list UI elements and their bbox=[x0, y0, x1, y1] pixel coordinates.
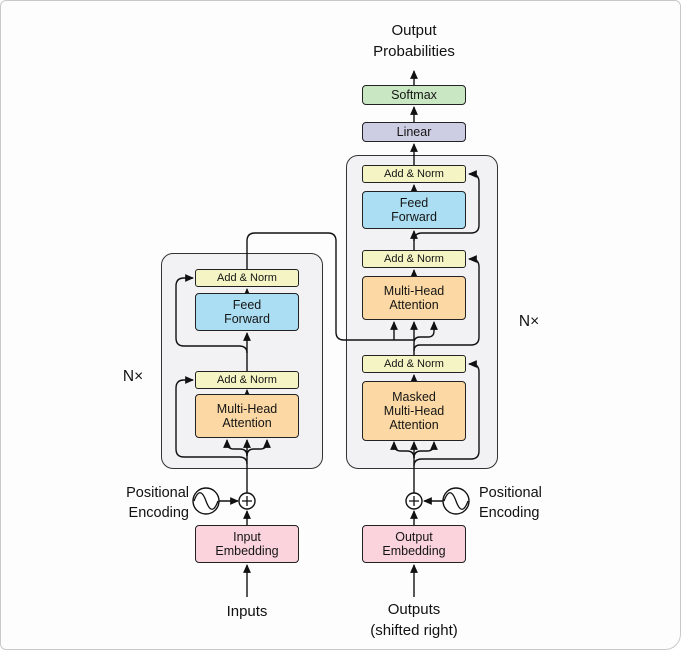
enc-multi-head-attention-block: Multi-Head Attention bbox=[195, 394, 299, 438]
output-embedding-line1: Output bbox=[395, 530, 433, 544]
positional-encoding-label-right: Positional Encoding bbox=[479, 483, 573, 523]
outputs-line1: Outputs bbox=[387, 601, 441, 618]
enc-mha-line1: Multi-Head bbox=[216, 402, 278, 416]
output-probabilities-line2: Probabilities bbox=[373, 42, 455, 60]
dec-add-norm-top-block: Add & Norm bbox=[362, 165, 466, 183]
dec-add-norm-top-label: Add & Norm bbox=[384, 167, 444, 180]
linear-block: Linear bbox=[362, 122, 466, 142]
enc-mha-line2: Attention bbox=[222, 416, 272, 430]
dec-feed-forward-block: Feed Forward bbox=[362, 191, 466, 229]
output-probabilities-label: Output Probabilities bbox=[334, 21, 494, 62]
output-probabilities-line1: Output bbox=[391, 22, 437, 39]
sine-wave-symbol-left bbox=[192, 487, 220, 515]
dec-masked-mha-line3: Attention bbox=[389, 418, 439, 432]
sine-wave-symbol-right bbox=[442, 487, 470, 515]
pe-right-line2: Encoding bbox=[479, 505, 540, 521]
dec-mha-line2: Attention bbox=[389, 298, 439, 312]
softmax-label: Softmax bbox=[391, 88, 437, 102]
dec-add-norm-mid-label: Add & Norm bbox=[384, 252, 444, 265]
dec-multi-head-attention-block: Multi-Head Attention bbox=[362, 276, 466, 320]
n-times-label-left: N× bbox=[122, 368, 144, 385]
linear-label: Linear bbox=[396, 125, 432, 139]
pe-left-line1: Positional bbox=[126, 485, 189, 501]
dec-feed-forward-line1: Feed bbox=[399, 196, 429, 210]
positional-encoding-symbols bbox=[192, 487, 470, 515]
dec-masked-mha-line1: Masked bbox=[392, 390, 436, 404]
softmax-block: Softmax bbox=[362, 85, 466, 105]
dec-feed-forward-line2: Forward bbox=[391, 210, 437, 224]
input-embedding-block: Input Embedding bbox=[195, 525, 299, 563]
inputs-label: Inputs bbox=[226, 603, 268, 620]
pe-right-line1: Positional bbox=[479, 485, 542, 501]
enc-feed-forward-block: Feed Forward bbox=[195, 293, 299, 331]
outputs-label: Outputs (shifted right) bbox=[344, 600, 484, 641]
n-times-label-right: N× bbox=[518, 313, 540, 330]
input-embedding-line1: Input bbox=[233, 530, 261, 544]
enc-add-norm-top-label: Add & Norm bbox=[217, 271, 277, 284]
dec-mha-line1: Multi-Head bbox=[383, 284, 445, 298]
enc-add-norm-bottom-block: Add & Norm bbox=[195, 371, 299, 389]
output-embedding-line2: Embedding bbox=[382, 544, 446, 558]
dec-add-norm-bottom-block: Add & Norm bbox=[362, 355, 466, 373]
dec-add-norm-bottom-label: Add & Norm bbox=[384, 357, 444, 370]
enc-feed-forward-line2: Forward bbox=[224, 312, 270, 326]
dec-add-norm-mid-block: Add & Norm bbox=[362, 250, 466, 268]
positional-encoding-label-left: Positional Encoding bbox=[95, 483, 189, 523]
plus-circle-left bbox=[238, 492, 256, 510]
enc-feed-forward-line1: Feed bbox=[232, 298, 262, 312]
input-embedding-line2: Embedding bbox=[215, 544, 279, 558]
dec-masked-multi-head-attention-block: Masked Multi-Head Attention bbox=[362, 381, 466, 441]
dec-masked-mha-line2: Multi-Head bbox=[383, 404, 445, 418]
enc-add-norm-bottom-label: Add & Norm bbox=[217, 373, 277, 386]
pe-left-line2: Encoding bbox=[128, 505, 189, 521]
outputs-line2: (shifted right) bbox=[370, 621, 458, 639]
plus-circle-right bbox=[405, 492, 423, 510]
enc-add-norm-top-block: Add & Norm bbox=[195, 269, 299, 287]
output-embedding-block: Output Embedding bbox=[362, 525, 466, 563]
